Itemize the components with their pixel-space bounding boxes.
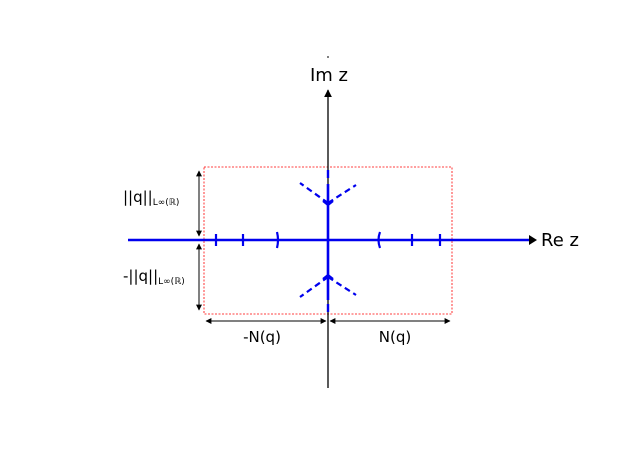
- upper-bound-norm: ||q||: [123, 188, 153, 206]
- lower-branches: [299, 276, 357, 298]
- lower-notch: [322, 273, 334, 280]
- upper-bound-label: ||q||L∞(ℝ): [123, 188, 179, 208]
- tick: [275, 231, 280, 249]
- upper-notch: [322, 200, 334, 207]
- real-axis-arrowhead: [529, 235, 537, 245]
- upper-branches: [299, 182, 357, 204]
- lower-bound-norm: -||q||: [123, 267, 158, 285]
- im-axis-label: Im z: [310, 65, 348, 86]
- pos-extent-label: N(q): [379, 328, 411, 346]
- re-axis-label: Re z: [541, 230, 579, 251]
- neg-extent-label: -N(q): [243, 328, 281, 346]
- lower-bound-label: -||q||L∞(ℝ): [123, 267, 185, 287]
- upper-bound-subscript: L∞(ℝ): [153, 198, 180, 208]
- tick: [377, 231, 382, 249]
- lower-bound-subscript: L∞(ℝ): [158, 277, 185, 287]
- real-axis-ticks: [214, 231, 442, 249]
